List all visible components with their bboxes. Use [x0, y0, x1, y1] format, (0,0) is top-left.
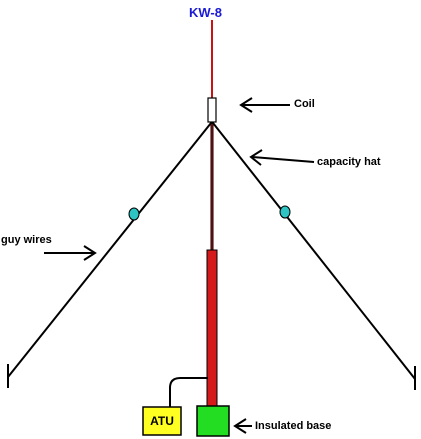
coil-symbol: [207, 97, 217, 123]
guy-wire-right: [212, 122, 416, 380]
atu-box: [142, 406, 182, 436]
feed-cable: [169, 377, 208, 407]
atu-label: ATU: [150, 414, 174, 428]
arrow-guy-wires: [44, 245, 97, 261]
insulator-right: [279, 205, 291, 219]
guy-wires-label: guy wires: [1, 234, 52, 246]
arrow-capacity-hat: [249, 149, 315, 166]
capacity-hat-label: capacity hat: [317, 156, 381, 168]
guy-wire-left: [7, 122, 212, 378]
insulated-base-label: Insulated base: [255, 420, 332, 432]
arrow-coil: [239, 97, 290, 113]
arrow-insulated-base: [233, 418, 252, 434]
insulated-base-box: [196, 405, 230, 437]
lower-mast: [206, 249, 218, 409]
diagram-title: KW-8: [189, 5, 222, 20]
coil-label: Coil: [294, 98, 315, 110]
insulator-left: [128, 207, 140, 221]
